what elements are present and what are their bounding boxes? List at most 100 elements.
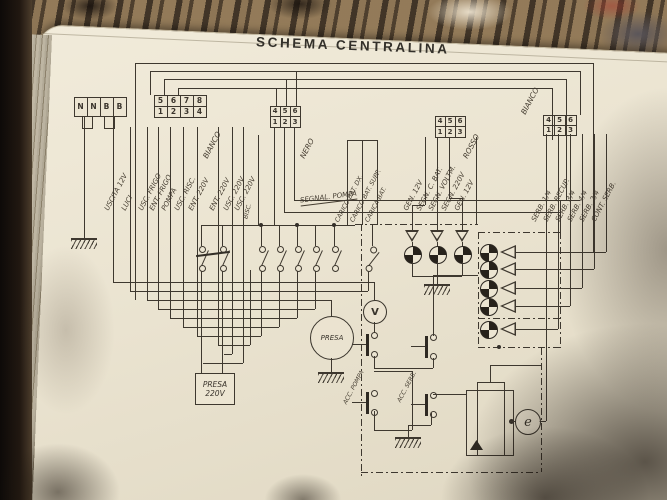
wire-segment: 4: [192, 105, 207, 118]
indicator-lamp: [480, 298, 498, 316]
wire-segment: [437, 276, 439, 284]
wire-segment: [407, 231, 417, 239]
ground-symbol: [71, 238, 97, 249]
push-button: [366, 334, 369, 356]
connector-color-label: BIANCO: [201, 129, 223, 160]
wire-segment: [220, 265, 227, 272]
wire-segment: [368, 252, 380, 267]
wire-segment: [135, 63, 593, 65]
wire-segment: 3: [179, 105, 194, 118]
wire-segment: [313, 265, 320, 272]
indicator-lamp: [480, 280, 498, 298]
push-button: [425, 336, 428, 358]
wire-segment: 2: [166, 105, 181, 118]
wire-segment: [490, 365, 492, 382]
wire-segment: [315, 225, 317, 246]
wire-segment: [261, 225, 263, 246]
connector-color-label: NERO: [298, 136, 317, 160]
wire-segment: 220V: [205, 389, 225, 398]
wire-segment: [361, 224, 363, 478]
wire-segment: [286, 79, 288, 106]
toggle-switch: [274, 246, 288, 272]
wire-segment: [164, 79, 166, 95]
wire-segment: [546, 134, 548, 421]
diode-triangle: [500, 299, 516, 313]
wire-segment: [541, 348, 543, 472]
wire-segment: [197, 336, 261, 338]
wire-segment: [437, 137, 439, 230]
wire-segment: B: [112, 96, 127, 117]
wire-segment: [84, 117, 86, 238]
wire-segment: [478, 347, 560, 349]
indicator-lamp: [480, 261, 498, 279]
wire-segment: [478, 232, 480, 348]
wire-segment: [201, 225, 203, 246]
e-circle: e: [515, 409, 541, 435]
wire-segment: [411, 346, 425, 348]
wire-segment: [408, 425, 431, 427]
wire-segment: [377, 140, 379, 225]
wire-segment: [347, 140, 377, 142]
toggle-switch: [196, 246, 210, 272]
wire-segment: [433, 275, 435, 336]
wire-segment: [361, 472, 541, 474]
wire-segment: [503, 301, 515, 311]
wire-segment: [558, 134, 560, 329]
wire-segment: [490, 365, 541, 367]
wire-segment: [503, 247, 515, 257]
wire-segment: [279, 225, 281, 246]
wire-segment: [594, 134, 596, 269]
wire-segment: [315, 270, 317, 309]
wire-segment: [374, 371, 412, 373]
wire-segment: [457, 231, 467, 239]
button-label: ACC. SERB.: [395, 370, 419, 404]
ground-symbol: [318, 372, 344, 383]
wire-segment: [178, 88, 552, 90]
wire-segment: [476, 137, 478, 224]
wire-segment: e: [524, 414, 532, 430]
ground-symbol: [424, 284, 450, 295]
wire-segment: [274, 128, 276, 225]
wire-segment: [374, 430, 412, 432]
wire-segment: [606, 134, 608, 252]
toggle-switch: [256, 246, 270, 272]
wire-segment: N: [73, 96, 88, 117]
wire-segment: [432, 231, 442, 239]
wire-segment: 3: [454, 126, 466, 138]
wire-segment: [425, 137, 427, 205]
wire-segment: [218, 127, 220, 345]
indicator-lamp: [480, 244, 498, 262]
wire-segment: [147, 300, 331, 302]
wire-segment: [437, 262, 439, 276]
wire-segment: [295, 246, 302, 253]
wire-segment: [258, 135, 260, 225]
wire-segment: [201, 268, 203, 373]
wire-segment: [371, 390, 378, 397]
wire-label: LUCI: [119, 194, 135, 212]
wire-segment: [560, 232, 562, 348]
wire-segment: [362, 140, 364, 225]
voltmeter: V: [363, 300, 387, 324]
wire-segment: [295, 265, 302, 272]
wire-segment: [552, 88, 554, 140]
wire-segment: [516, 252, 606, 254]
wire-segment: [297, 225, 299, 246]
wire-segment: [449, 198, 462, 200]
wire-segment: [313, 246, 320, 253]
wire-segment: [352, 344, 366, 346]
wire-segment: 1: [153, 105, 168, 118]
wire-segment: [147, 127, 149, 300]
wire-segment: [296, 71, 298, 106]
ground-symbol: [395, 437, 421, 448]
wire-segment: [178, 88, 180, 95]
wire-segment: [222, 225, 224, 246]
connector-color-label: BIANCO: [519, 85, 541, 116]
wire-segment: [462, 198, 464, 230]
toggle-switch: [329, 246, 343, 272]
wire-segment: [478, 318, 560, 320]
wire-segment: [277, 246, 284, 253]
wire-segment: [331, 358, 333, 372]
